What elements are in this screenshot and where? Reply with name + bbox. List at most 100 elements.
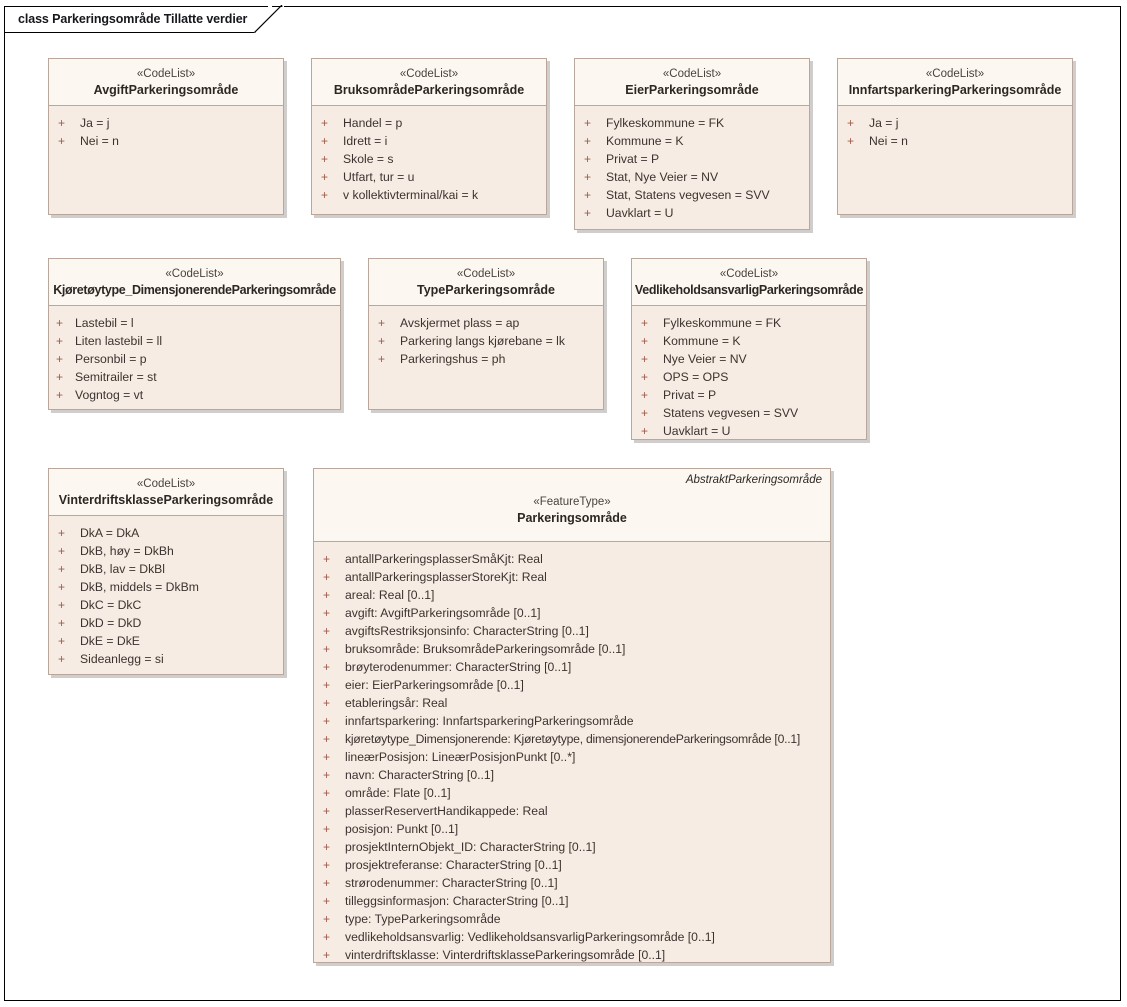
attribute-text: Uavklart = U xyxy=(606,206,674,220)
visibility-marker: + xyxy=(323,732,331,746)
attribute-row: + avgift: AvgiftParkeringsområde [0..1] xyxy=(314,604,830,622)
visibility-marker: + xyxy=(321,116,329,130)
attribute-row: + Stat, Statens vegvesen = SVV xyxy=(575,186,809,204)
visibility-marker: + xyxy=(641,352,649,366)
visibility-marker: + xyxy=(323,930,331,944)
attribute-text: Sideanlegg = si xyxy=(80,652,164,666)
attribute-text: eier: EierParkeringsområde [0..1] xyxy=(345,678,524,692)
attribute-row: + prosjektInternObjekt_ID: CharacterStri… xyxy=(314,838,830,856)
attribute-text: Vogntog = vt xyxy=(75,388,144,402)
visibility-marker: + xyxy=(323,858,331,872)
visibility-marker: + xyxy=(323,768,331,782)
class-name: VedlikeholdsansvarligParkeringsområde xyxy=(634,283,864,297)
attribute-text: strørodenummer: CharacterString [0..1] xyxy=(345,876,558,890)
visibility-marker: + xyxy=(641,406,649,420)
attribute-row: + DkB, lav = DkBl xyxy=(49,560,283,578)
attribute-text: Stat, Statens vegvesen = SVV xyxy=(606,188,770,202)
visibility-marker: + xyxy=(378,316,386,330)
class-attributes: + antallParkeringsplasserSmåKjt: Real + … xyxy=(314,542,830,972)
attribute-text: Nei = n xyxy=(869,134,908,148)
class-attributes: + Avskjermet plass = ap + Parkering lang… xyxy=(369,306,603,376)
attribute-text: etableringsår: Real xyxy=(345,696,448,710)
class-name: Parkeringsområde xyxy=(517,511,627,525)
class-attributes: + Ja = j + Nei = n xyxy=(49,106,283,158)
attribute-text: Skole = s xyxy=(343,152,394,166)
attribute-text: DkB, lav = DkBl xyxy=(80,562,165,576)
visibility-marker: + xyxy=(323,696,331,710)
visibility-marker: + xyxy=(323,912,331,926)
class-box-eierparkeringsomrade[interactable]: «CodeList» EierParkeringsområde + Fylkes… xyxy=(574,58,810,230)
visibility-marker: + xyxy=(58,634,66,648)
visibility-marker: + xyxy=(323,840,331,854)
visibility-marker: + xyxy=(58,134,66,148)
visibility-marker: + xyxy=(321,134,329,148)
attribute-row: + Kommune = K xyxy=(632,332,866,350)
class-box-avgiftparkeringsomrade[interactable]: «CodeList» AvgiftParkeringsområde + Ja =… xyxy=(48,58,284,215)
class-stereotype: «CodeList» xyxy=(662,68,722,80)
attribute-row: + Uavklart = U xyxy=(632,422,866,440)
diagram-title-tab: class Parkeringsområde Tillatte verdier xyxy=(4,6,268,33)
attribute-row: + type: TypeParkeringsområde xyxy=(314,910,830,928)
class-box-typeparkeringsomrade[interactable]: «CodeList» TypeParkeringsområde + Avskje… xyxy=(368,258,604,410)
visibility-marker: + xyxy=(323,588,331,602)
attribute-text: Lastebil = l xyxy=(75,316,134,330)
class-header: «CodeList» VedlikeholdsansvarligParkerin… xyxy=(632,259,866,306)
visibility-marker: + xyxy=(323,678,331,692)
attribute-text: Kommune = K xyxy=(606,134,684,148)
attribute-row: + bruksområde: BruksområdeParkeringsområ… xyxy=(314,640,830,658)
attribute-row: + Avskjermet plass = ap xyxy=(369,314,603,332)
class-header: «CodeList» EierParkeringsområde xyxy=(575,59,809,106)
visibility-marker: + xyxy=(323,624,331,638)
attribute-row: + DkE = DkE xyxy=(49,632,283,650)
visibility-marker: + xyxy=(584,134,592,148)
class-attributes: + Fylkeskommune = FK + Kommune = K + Pri… xyxy=(575,106,809,230)
visibility-marker: + xyxy=(323,660,331,674)
class-header: «CodeList» BruksområdeParkeringsområde xyxy=(312,59,546,106)
class-name: TypeParkeringsområde xyxy=(416,283,556,297)
class-box-kjoretoytype-dimensjonerendeparkeringsomrade[interactable]: «CodeList» Kjøretøytype_DimensjonerendeP… xyxy=(48,258,341,410)
attribute-row: + Sideanlegg = si xyxy=(49,650,283,668)
attribute-row: + Semitrailer = st xyxy=(49,368,340,386)
attribute-text: OPS = OPS xyxy=(663,370,729,384)
visibility-marker: + xyxy=(56,352,64,366)
visibility-marker: + xyxy=(58,598,66,612)
class-name: EierParkeringsområde xyxy=(625,83,759,97)
class-box-innfartsparkeringparkeringsomrade[interactable]: «CodeList» InnfartsparkeringParkeringsom… xyxy=(837,58,1073,215)
class-box-vedlikeholdsansvarligparkeringsomrade[interactable]: «CodeList» VedlikeholdsansvarligParkerin… xyxy=(631,258,867,440)
visibility-marker: + xyxy=(58,544,66,558)
class-box-parkeringsomrade[interactable]: AbstraktParkeringsområde «FeatureType» P… xyxy=(313,468,831,963)
class-stereotype: «CodeList» xyxy=(165,268,224,280)
class-header: AbstraktParkeringsområde «FeatureType» P… xyxy=(314,469,830,542)
visibility-marker: + xyxy=(847,134,855,148)
attribute-text: Personbil = p xyxy=(75,352,147,366)
attribute-row: + OPS = OPS xyxy=(632,368,866,386)
attribute-row: + Kommune = K xyxy=(575,132,809,150)
attribute-text: Uavklart = U xyxy=(663,424,731,438)
class-box-bruksomradeparkeringsomrade[interactable]: «CodeList» BruksområdeParkeringsområde +… xyxy=(311,58,547,215)
attribute-text: bruksområde: BruksområdeParkeringsområde… xyxy=(345,642,626,656)
visibility-marker: + xyxy=(323,606,331,620)
visibility-marker: + xyxy=(584,206,592,220)
attribute-row: + Nei = n xyxy=(49,132,283,150)
attribute-text: Liten lastebil = ll xyxy=(75,334,163,348)
attribute-text: lineærPosisjon: LineærPosisjonPunkt [0..… xyxy=(345,750,576,764)
visibility-marker: + xyxy=(641,424,649,438)
visibility-marker: + xyxy=(321,188,329,202)
visibility-marker: + xyxy=(321,152,329,166)
attribute-text: Idrett = i xyxy=(343,134,388,148)
attribute-text: avgiftsRestriksjonsinfo: CharacterString… xyxy=(345,624,589,638)
class-box-vinterdriftsklasseparkeringsomrade[interactable]: «CodeList» VinterdriftsklasseParkeringso… xyxy=(48,468,284,675)
attribute-row: + strørodenummer: CharacterString [0..1] xyxy=(314,874,830,892)
class-header: «CodeList» VinterdriftsklasseParkeringso… xyxy=(49,469,283,516)
attribute-text: prosjektInternObjekt_ID: CharacterString… xyxy=(345,840,596,854)
attribute-text: prosjektreferanse: CharacterString [0..1… xyxy=(345,858,562,872)
visibility-marker: + xyxy=(56,388,64,402)
visibility-marker: + xyxy=(58,116,66,130)
visibility-marker: + xyxy=(323,948,331,962)
attribute-text: v kollektivterminal/kai = k xyxy=(343,188,479,202)
class-name: BruksområdeParkeringsområde xyxy=(333,83,525,97)
attribute-text: Avskjermet plass = ap xyxy=(400,316,520,330)
visibility-marker: + xyxy=(584,188,592,202)
attribute-text: Fylkeskommune = FK xyxy=(663,316,782,330)
